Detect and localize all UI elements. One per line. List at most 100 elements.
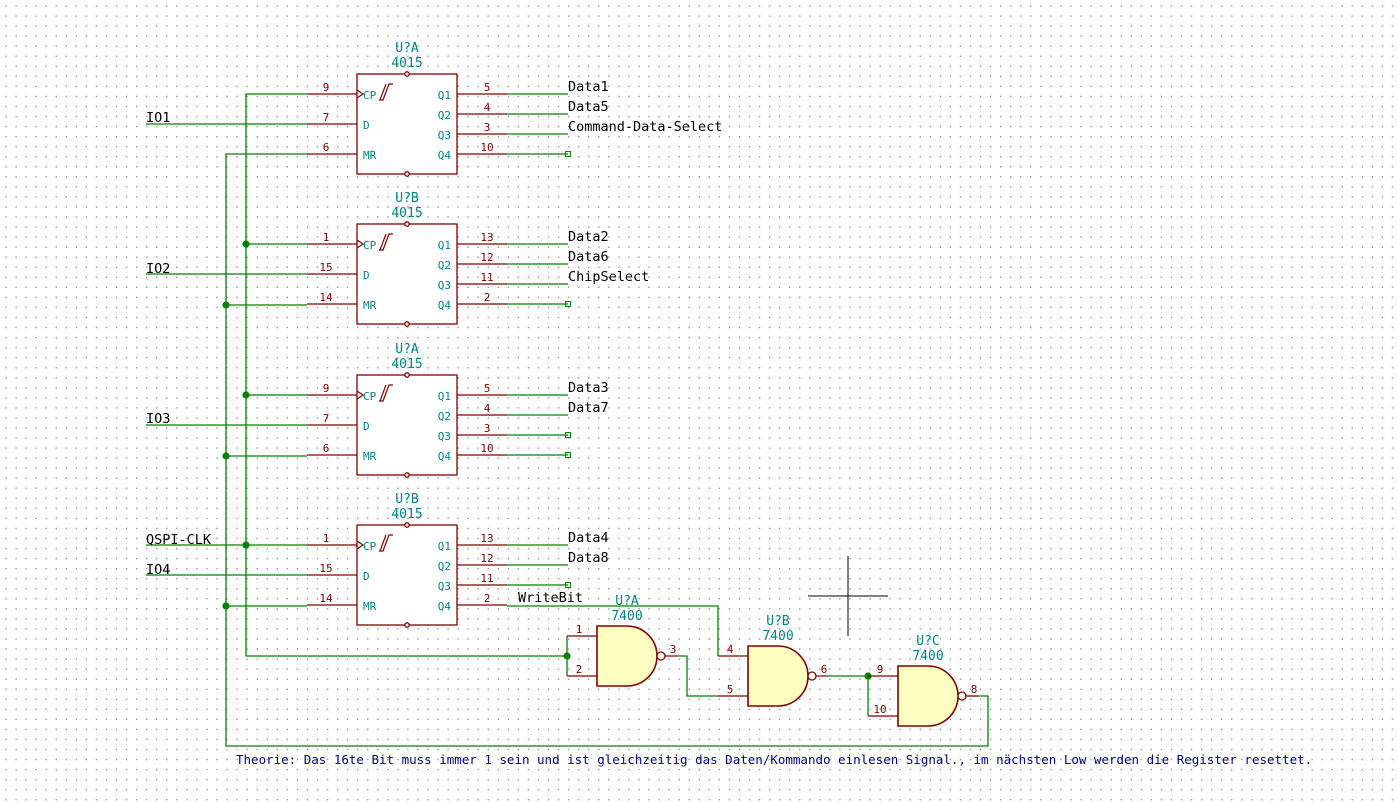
- input-pin-number: 15: [319, 261, 332, 274]
- writebit-wire: [507, 605, 719, 656]
- register-reference: U?A: [395, 342, 419, 357]
- output-pin-number: 13: [480, 532, 493, 545]
- output-pin-name: Q1: [438, 540, 451, 553]
- reset-bus: [225, 153, 989, 747]
- net-label-command-data-select: Command-Data-Select: [568, 119, 722, 135]
- power-pin-marker: [404, 221, 410, 227]
- input-pin-name: D: [363, 570, 370, 583]
- net-label-data6: Data6: [568, 249, 609, 265]
- clock-marker-icon: [356, 540, 365, 550]
- input-pin-number: 6: [323, 442, 330, 455]
- net-label-data1: Data1: [568, 79, 609, 95]
- output-pin-number: 4: [484, 101, 491, 114]
- input-pin-name: CP: [363, 540, 377, 553]
- inversion-bubble: [656, 651, 666, 661]
- wires-layer: [146, 93, 989, 747]
- output-pin-name: Q3: [438, 580, 451, 593]
- gate-value: 7400: [912, 649, 943, 664]
- junction-dot: [242, 240, 250, 248]
- output-pin-name: Q3: [438, 129, 451, 142]
- input-pin-number: 9: [323, 81, 330, 94]
- register-value: 4015: [391, 357, 422, 372]
- input-pin-name: CP: [363, 89, 377, 102]
- schmitt-trigger-icon: [379, 534, 393, 552]
- input-pin-name: MR: [363, 149, 377, 162]
- input-pin-number: 9: [323, 382, 330, 395]
- output-pin-number: 10: [480, 141, 493, 154]
- net-label-data4: Data4: [568, 530, 609, 546]
- no-connect-marker: [565, 582, 571, 588]
- clock-marker-icon: [356, 390, 365, 400]
- schmitt-trigger-icon: [379, 233, 393, 251]
- register-value: 4015: [391, 56, 422, 71]
- input-pin-number: 7: [323, 412, 330, 425]
- output-pin-number: 11: [480, 271, 493, 284]
- gate-pin-number: 2: [576, 663, 583, 676]
- nand-gate-body: [897, 665, 959, 727]
- power-pin-marker: [404, 622, 410, 628]
- output-pin-name: Q2: [438, 410, 451, 423]
- labels-layer: IO1 IO2 IO3 QSPI-CLK IO4 Theorie: Das 16…: [146, 110, 1312, 767]
- junction-dot: [222, 602, 230, 610]
- gate1-output-wire: [677, 655, 718, 697]
- input-pin-name: MR: [363, 450, 377, 463]
- input-pin-name: D: [363, 119, 370, 132]
- gate-value: 7400: [611, 609, 642, 624]
- power-pin-marker: [404, 372, 410, 378]
- theory-note: Theorie: Das 16te Bit muss immer 1 sein …: [236, 752, 1312, 767]
- register-reference: U?B: [395, 191, 419, 206]
- no-connect-marker: [565, 151, 571, 157]
- schmitt-trigger-icon: [379, 83, 393, 101]
- register-value: 4015: [391, 206, 422, 221]
- output-pin-name: Q3: [438, 430, 451, 443]
- gate-pin-number: 9: [877, 663, 884, 676]
- input-pin-number: 14: [319, 291, 333, 304]
- output-pin-number: 12: [480, 552, 493, 565]
- junction-dot: [563, 652, 571, 660]
- clock-marker-icon: [356, 89, 365, 99]
- no-connect-marker: [565, 432, 571, 438]
- net-label-qspi-clk: QSPI-CLK: [146, 532, 212, 548]
- input-pin-name: D: [363, 420, 370, 433]
- output-pin-name: Q2: [438, 259, 451, 272]
- schmitt-trigger-icon: [379, 233, 387, 251]
- register-reference: U?A: [395, 41, 419, 56]
- net-label-io3: IO3: [146, 411, 170, 427]
- register-body: [356, 524, 458, 626]
- output-pin-number: 11: [480, 572, 493, 585]
- no-connect-marker: [565, 452, 571, 458]
- output-pin-number: 4: [484, 402, 491, 415]
- register-body: [356, 223, 458, 325]
- output-pin-name: Q4: [438, 149, 452, 162]
- net-label-data5: Data5: [568, 99, 609, 115]
- junction-dot: [222, 301, 230, 309]
- gate-reference: U?C: [916, 634, 939, 649]
- gate-value: 7400: [762, 629, 793, 644]
- gate-pin-number: 5: [727, 683, 734, 696]
- output-pin-name: Q4: [438, 600, 452, 613]
- output-pin-number: 10: [480, 442, 493, 455]
- clock-marker-icon: [356, 239, 365, 249]
- output-pin-name: Q2: [438, 560, 451, 573]
- net-label-io2: IO2: [146, 261, 170, 277]
- input-pin-name: MR: [363, 299, 377, 312]
- output-pin-name: Q1: [438, 390, 451, 403]
- input-pin-name: CP: [363, 390, 377, 403]
- junction-dot: [242, 391, 250, 399]
- power-pin-marker: [404, 321, 410, 327]
- junction-dot: [242, 541, 250, 549]
- schmitt-trigger-icon: [379, 534, 387, 552]
- gate-pin-number: 1: [576, 623, 583, 636]
- nand-gate-body: [596, 625, 658, 687]
- gate-pin-number: 10: [873, 703, 886, 716]
- output-pin-number: 12: [480, 251, 493, 264]
- output-pin-number: 2: [484, 291, 491, 304]
- net-label-data8: Data8: [568, 550, 609, 566]
- schmitt-trigger-icon: [379, 384, 393, 402]
- output-pin-number: 5: [484, 382, 491, 395]
- crosshair-cursor-icon: [808, 556, 888, 636]
- input-pin-number: 15: [319, 562, 332, 575]
- output-pin-number: 5: [484, 81, 491, 94]
